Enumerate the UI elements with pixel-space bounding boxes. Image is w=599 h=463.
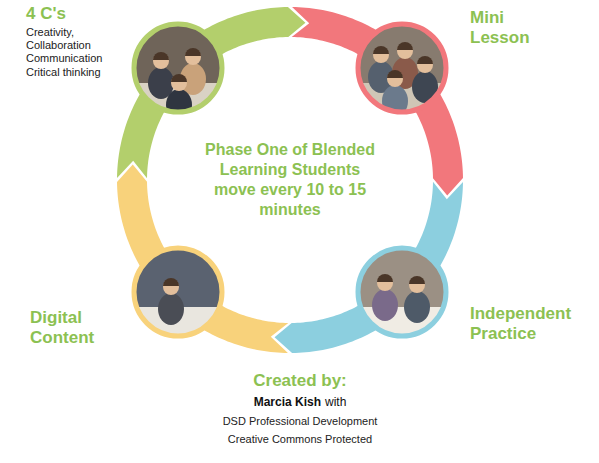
photo-hair <box>409 276 425 284</box>
station-photo: 4 C'sCreativity, Collaboration Communica… <box>131 21 225 115</box>
photo-head <box>377 275 393 291</box>
photo-illustration <box>355 245 449 339</box>
photo-head <box>185 49 201 65</box>
credits-text: with <box>325 395 346 409</box>
photo-head <box>417 57 433 73</box>
photo-hair <box>185 48 201 56</box>
cycle-arrow <box>411 87 463 273</box>
station-label: Digital Content <box>30 308 120 347</box>
author-name: Marcia Kish <box>254 395 321 409</box>
photo-body <box>372 289 398 321</box>
photo-body <box>404 291 430 323</box>
credits-row: Created by: <box>170 370 430 392</box>
credits-block: Created by: Marcia Kish withDSD Profession… <box>170 370 430 447</box>
credits-text: DSD Professional Development <box>223 415 378 427</box>
credits-row: Marcia Kish with <box>170 392 430 411</box>
photo-hair <box>171 74 187 82</box>
credits-heading: Created by: <box>253 371 347 390</box>
station-label: Independent Practice <box>470 304 588 343</box>
photo-body <box>158 293 184 325</box>
cycle-arrow <box>197 301 383 353</box>
credits-text: Creative Commons Protected <box>228 433 372 445</box>
photo-head <box>153 53 169 69</box>
photo-border <box>134 24 222 112</box>
photo-head <box>387 71 403 87</box>
photo-hair <box>163 278 179 286</box>
photo-head <box>397 43 413 59</box>
station-label: 4 C's <box>26 4 136 24</box>
station-label: Mini Lesson <box>470 8 550 47</box>
center-label: Phase One of Blended Learning Students m… <box>202 140 378 220</box>
photo-hair <box>153 52 169 60</box>
photo-head <box>409 277 425 293</box>
cycle-arrow <box>117 87 169 273</box>
photo-hair <box>417 56 433 64</box>
station-photo: Mini Lesson <box>355 21 449 115</box>
photo-hair <box>397 42 413 50</box>
station-photo: Digital Content <box>131 245 225 339</box>
station-detail: Creativity, Collaboration Communication … <box>26 26 122 79</box>
photo-hair <box>387 70 403 78</box>
photo-illustration <box>355 21 449 115</box>
station-photo: Independent Practice <box>355 245 449 339</box>
photo-head <box>171 75 187 91</box>
photo-head <box>373 47 389 63</box>
photo-border <box>358 248 446 336</box>
photo-illustration <box>131 21 225 115</box>
credits-row: DSD Professional Development <box>170 411 430 429</box>
photo-hair <box>373 46 389 54</box>
photo-head <box>163 279 179 295</box>
credits-row: Creative Commons Protected <box>170 429 430 447</box>
photo-illustration <box>131 245 225 339</box>
cycle-arrow <box>197 7 383 59</box>
photo-hair <box>377 274 393 282</box>
photo-border <box>134 248 222 336</box>
photo-border <box>358 24 446 112</box>
